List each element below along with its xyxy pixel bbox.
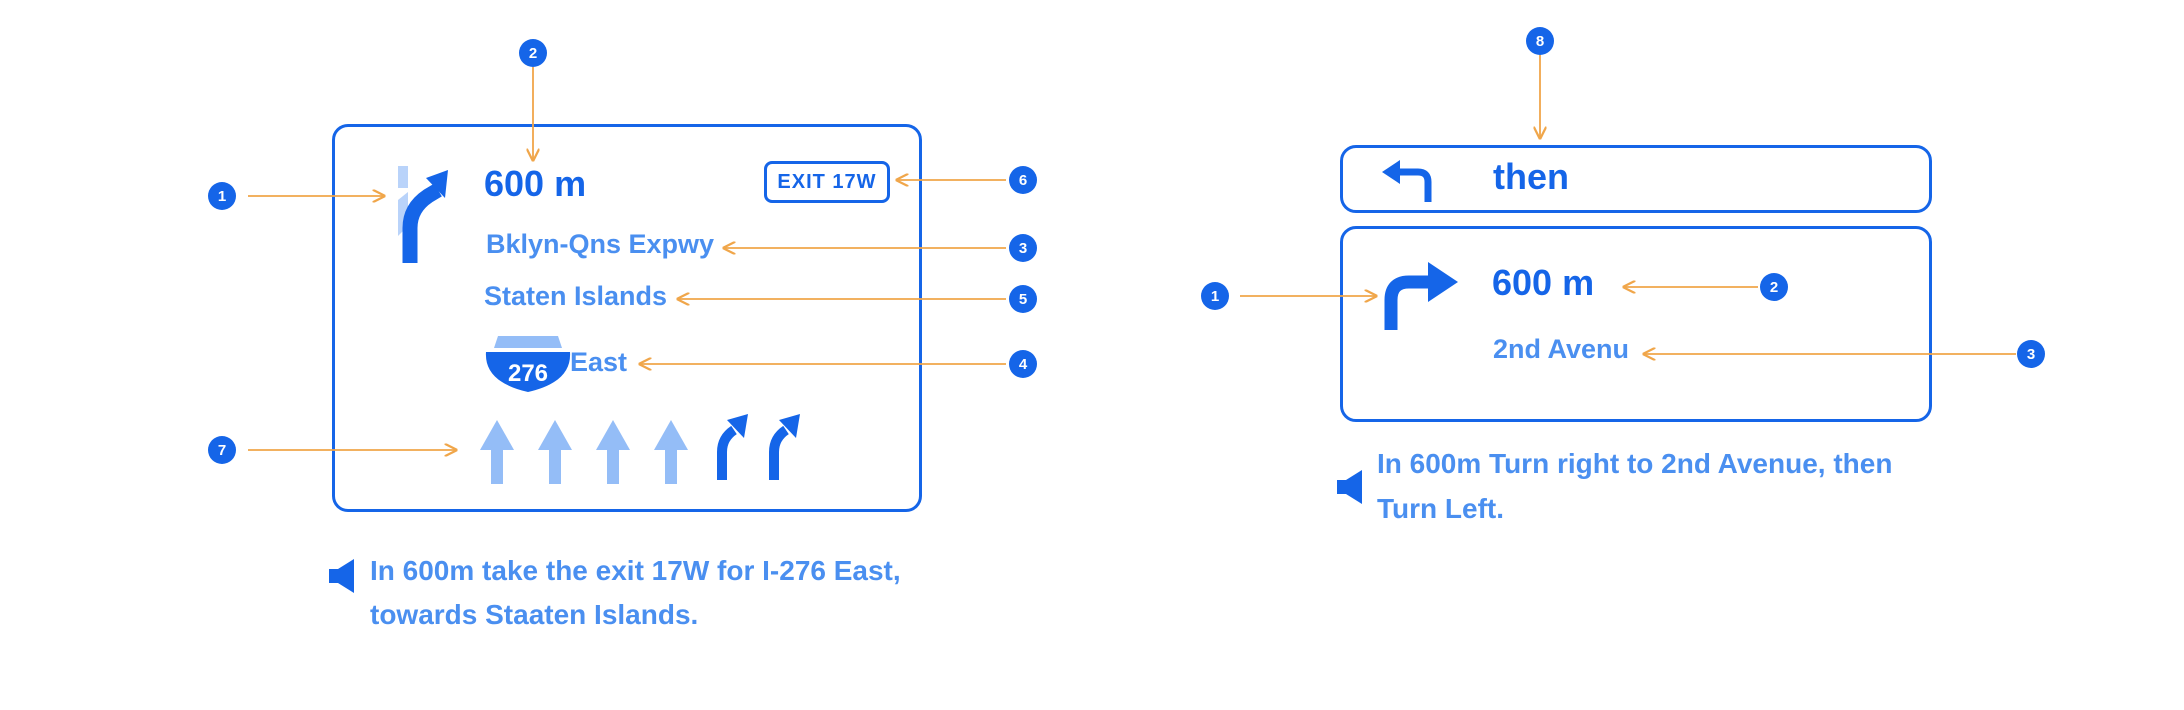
svg-text:3: 3 <box>2027 346 2035 363</box>
exit-sign: EXIT 17W <box>764 161 890 203</box>
callout-badge: 7 <box>208 436 236 464</box>
turn-right-arrow-icon <box>1384 262 1458 330</box>
left-voice-line-2: towards Staaten Islands. <box>370 599 699 630</box>
right-street-name: 2nd Avenu <box>1493 334 1630 364</box>
callout-lines-right <box>1240 55 2016 354</box>
left-distance: 600 m <box>484 163 587 204</box>
svg-text:2: 2 <box>529 45 537 62</box>
callout-badge: 1 <box>1201 282 1229 310</box>
slight-right-arrow-icon <box>398 166 448 263</box>
lane-straight-arrow-icon <box>654 420 688 484</box>
callout-badges-right: 1 2 3 8 <box>1201 27 2045 368</box>
callout-badge: 3 <box>1009 234 1037 262</box>
svg-text:8: 8 <box>1536 33 1544 50</box>
lane-straight-arrow-icon <box>596 420 630 484</box>
svg-text:1: 1 <box>218 188 226 205</box>
callout-badge: 4 <box>1009 350 1037 378</box>
callout-badges-left: 1 2 3 4 5 6 7 <box>208 39 1037 464</box>
right-voice-line-2: Turn Left. <box>1377 493 1505 524</box>
lane-straight-arrow-icon <box>480 420 514 484</box>
callout-badge: 3 <box>2017 340 2045 368</box>
right-navigation-panel <box>1340 226 1932 422</box>
callout-badge: 8 <box>1526 27 1554 55</box>
left-destination: Staten Islands <box>484 281 668 311</box>
speaker-icon <box>1336 469 1364 510</box>
left-road-name: Bklyn-Qns Expwy <box>486 229 715 259</box>
svg-text:1: 1 <box>1211 288 1219 305</box>
callout-badge: 2 <box>1760 273 1788 301</box>
turn-left-arrow-icon <box>1382 160 1432 202</box>
route-number: 276 <box>508 360 548 387</box>
callout-badge: 1 <box>208 182 236 210</box>
svg-text:3: 3 <box>1019 240 1027 257</box>
callout-badge: 2 <box>519 39 547 67</box>
then-label: then <box>1493 156 1569 197</box>
svg-text:5: 5 <box>1019 291 1027 308</box>
right-distance: 600 m <box>1492 262 1595 303</box>
interstate-shield-icon: 276 <box>485 336 571 392</box>
speaker-icon <box>328 558 356 599</box>
callout-badge: 5 <box>1009 285 1037 313</box>
svg-text:7: 7 <box>218 442 226 459</box>
lane-guidance <box>480 414 800 484</box>
svg-text:2: 2 <box>1770 279 1778 296</box>
callout-badge: 6 <box>1009 166 1037 194</box>
left-route-direction: East <box>570 347 628 377</box>
lane-slight-right-arrow-icon <box>769 414 800 480</box>
svg-text:6: 6 <box>1019 172 1027 189</box>
callout-lines-left <box>248 67 1006 450</box>
svg-text:4: 4 <box>1019 356 1028 373</box>
lane-straight-arrow-icon <box>538 420 572 484</box>
left-voice-line-1: In 600m take the exit 17W for I-276 East… <box>370 555 901 586</box>
lane-slight-right-arrow-icon <box>717 414 748 480</box>
right-voice-line-1: In 600m Turn right to 2nd Avenue, then <box>1377 448 1893 479</box>
then-panel <box>1340 145 1932 213</box>
